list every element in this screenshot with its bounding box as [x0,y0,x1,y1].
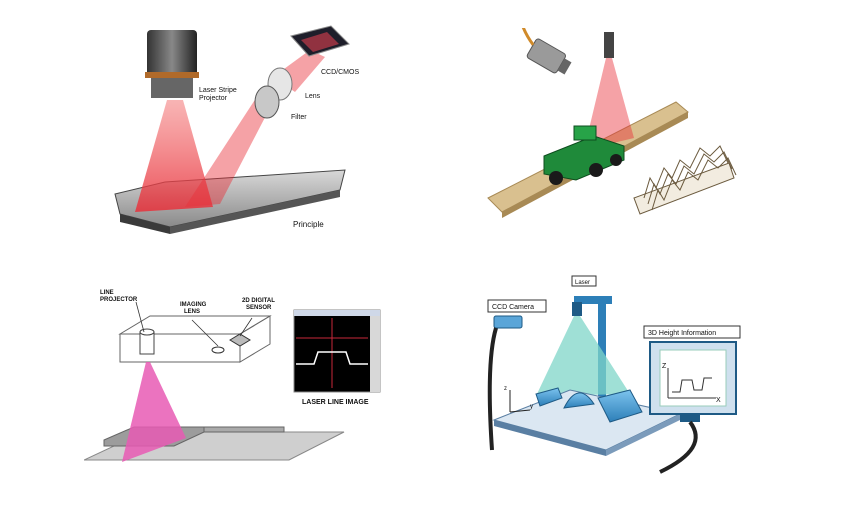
camera [518,28,572,75]
imaging-lens-label-2: LENS [184,309,200,315]
laser-label: Laser [575,280,590,286]
laser-line-image-caption: LASER LINE IMAGE [302,399,369,406]
monitor-axis-x: X [716,397,721,404]
green-truck [543,125,625,185]
small-axis-z: z [504,386,507,392]
ccd-camera-label: CCD Camera [492,304,534,311]
reflected-beam [185,92,273,207]
laser-unit [572,302,582,316]
sensor-label: CCD/CMOS [321,69,359,76]
height-info-label: 3D Height Information [648,330,716,337]
laser-head [604,32,614,58]
imaging-lens [211,346,225,354]
sensor-label-2: SENSOR [246,305,272,311]
line-projector-label-1: LINE [100,290,114,296]
cyan-laser-plane [536,316,630,396]
monitor [649,341,737,474]
principle-caption: Principle [293,220,324,229]
scanned-profile-model [633,145,737,215]
principle-svg: Laser Stripe Projector CCD/CMOS Lens Fil… [114,25,359,234]
digital-sensor [229,333,251,347]
line-projector-label-2: PROJECTOR [100,297,138,303]
height-measurement-svg: CCD Camera Laser 3D Height Information Z… [487,275,741,474]
truck-scan-svg [487,28,737,218]
sensor-label-1: 2D DIGITAL [242,298,275,304]
laser-stripe-beam [135,100,213,212]
pink-laser-fan [122,362,186,462]
lens-label: Lens [305,93,321,100]
imaging-lens-label-1: IMAGING [180,302,207,308]
principle-diagram: Laser Stripe Projector CCD/CMOS Lens Fil… [95,22,365,244]
height-measurement-illustration: CCD Camera Laser 3D Height Information Z… [480,272,752,480]
ccd-camera [487,315,523,451]
projector-label-1: Laser Stripe [199,87,237,94]
filter [254,85,280,119]
laser-line-image-window [293,309,381,393]
projector-housing [118,315,272,363]
object-dome [563,392,595,409]
laser-mount-post [598,302,606,398]
object-box-right [597,389,643,423]
line-projector-svg: LINE PROJECTOR IMAGING LENS 2D DIGITAL S… [84,290,381,462]
small-axis-y: y [530,404,533,410]
laser-stripe-projector [145,30,199,98]
object-box-left [535,387,563,407]
truck-scan-illustration [484,28,746,226]
monitor-axis-z: Z [662,363,667,370]
line-projector-diagram: LINE PROJECTOR IMAGING LENS 2D DIGITAL S… [84,282,384,468]
projector-label-2: Projector [199,95,228,102]
filter-label: Filter [291,114,307,121]
